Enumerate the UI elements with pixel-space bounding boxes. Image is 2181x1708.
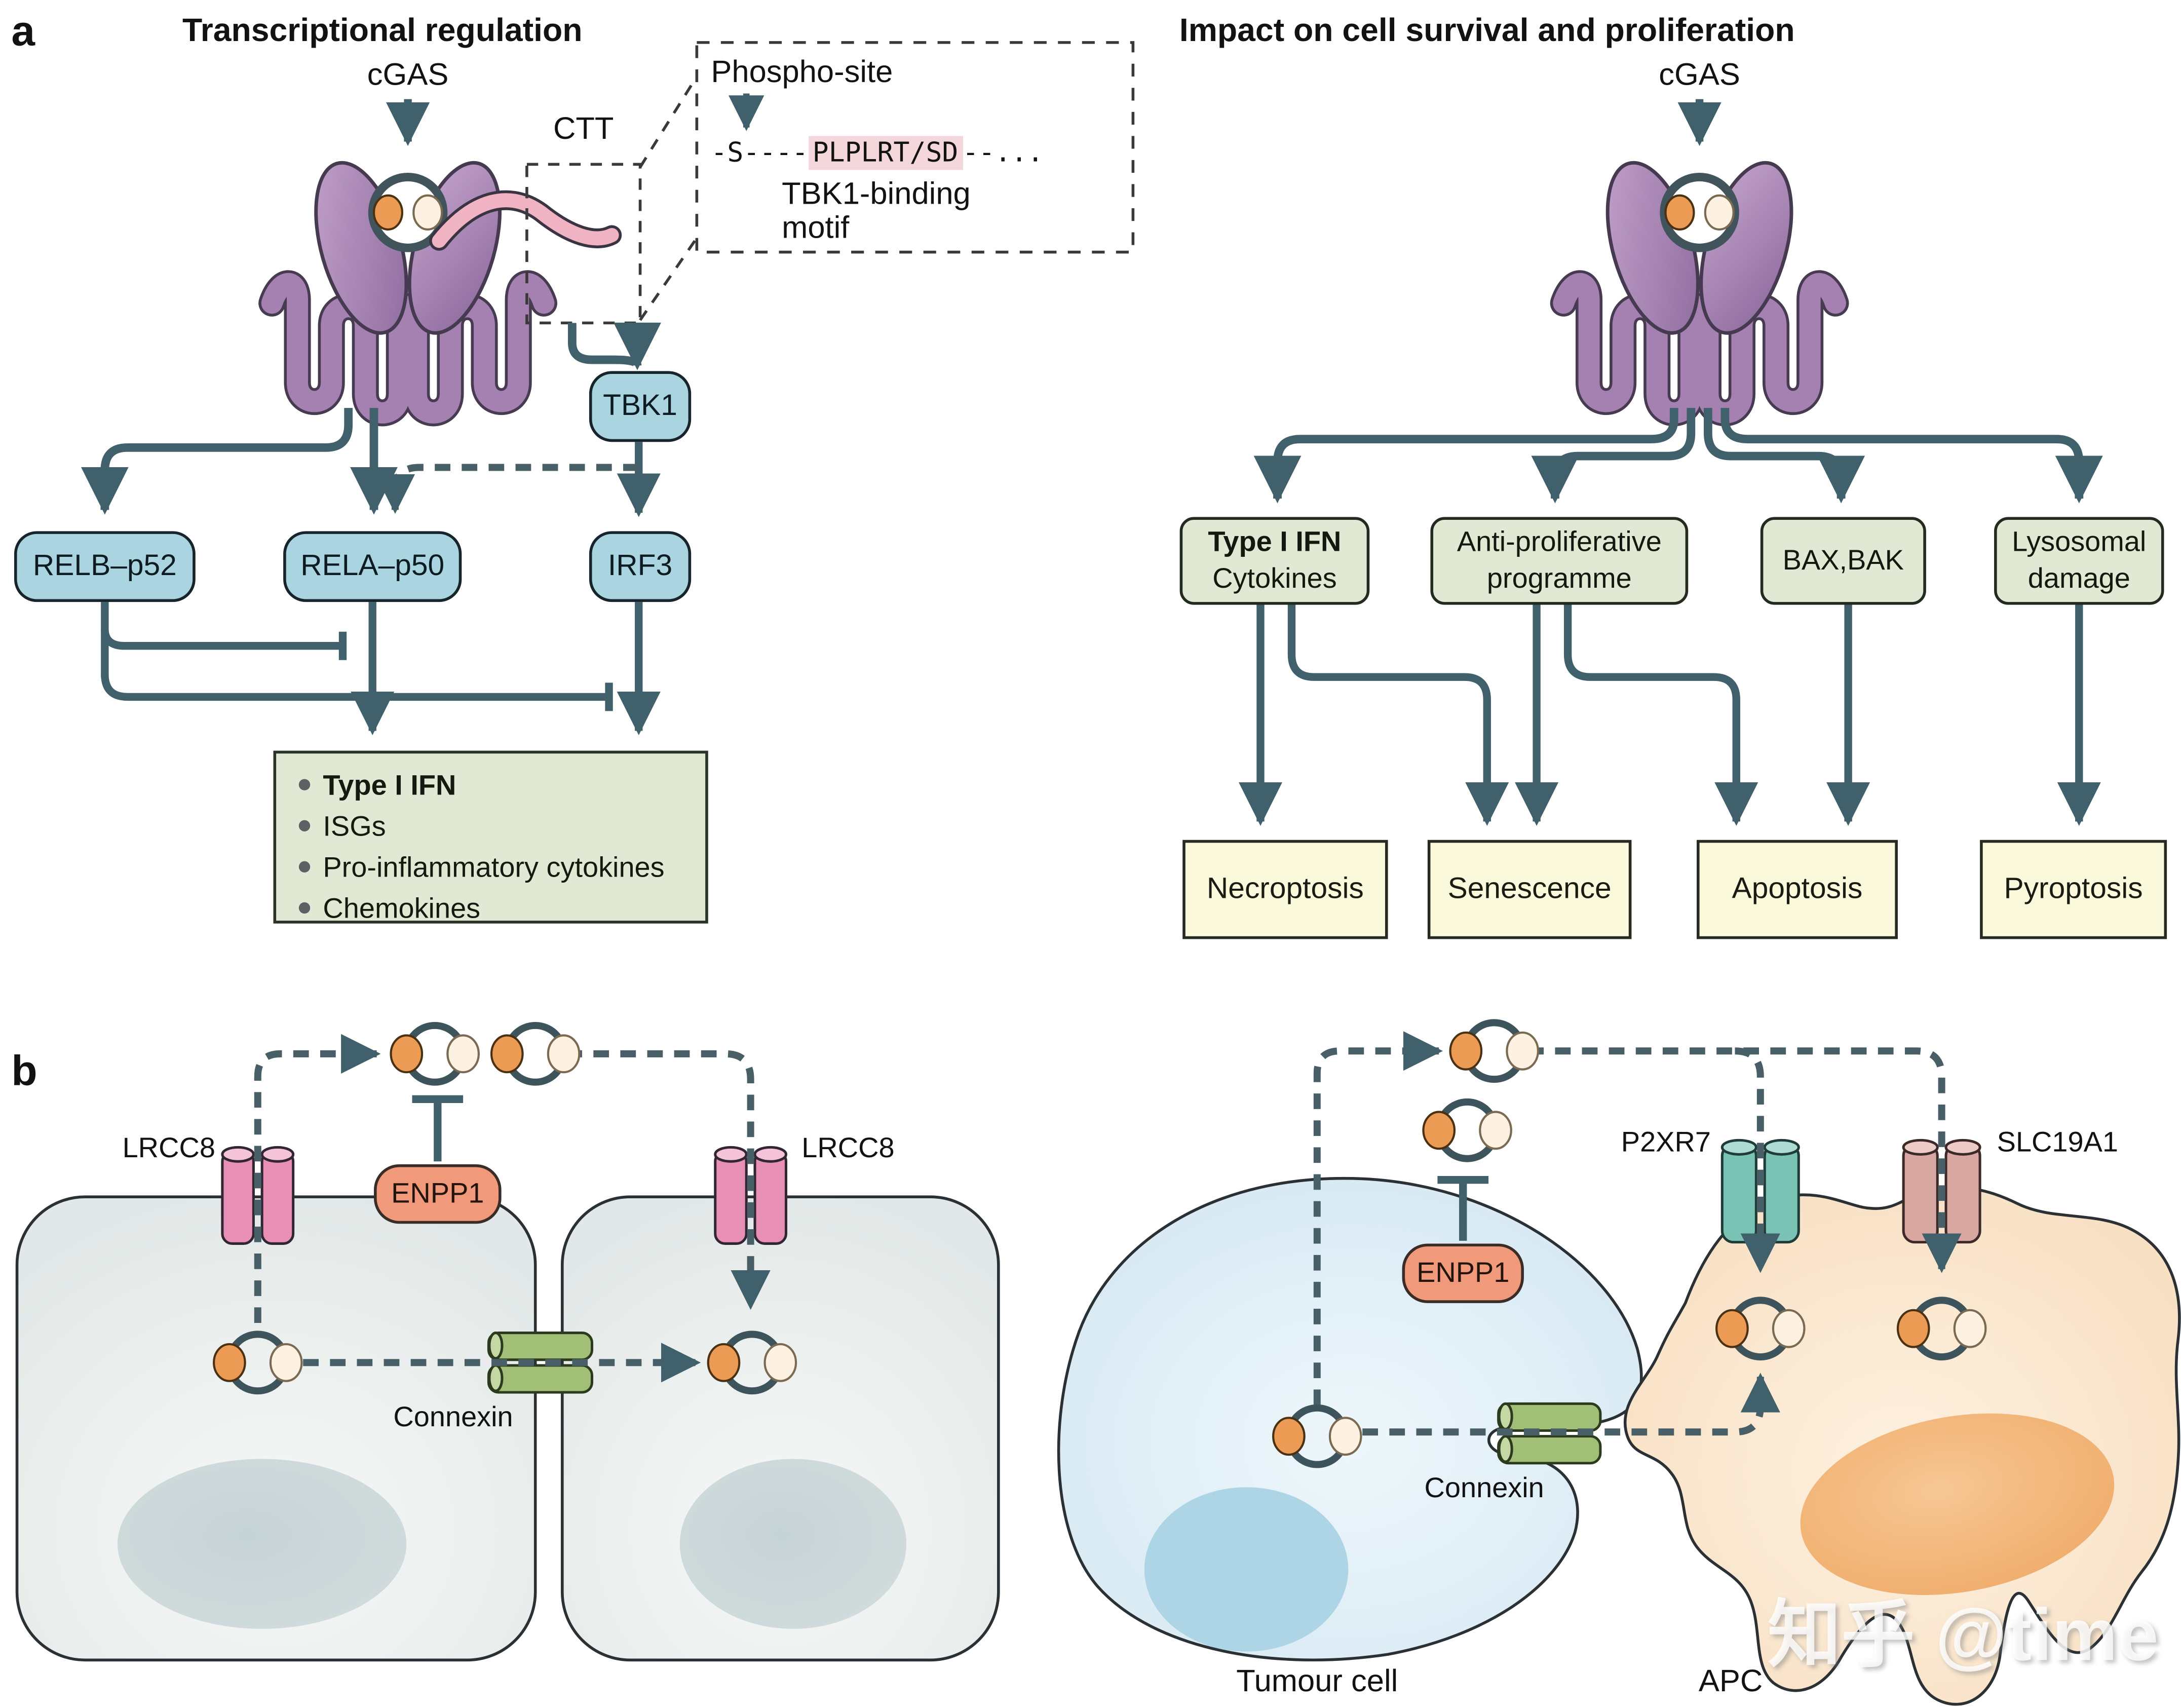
tbk1-node: TBK1 bbox=[589, 371, 692, 442]
relb-inhibition-lines bbox=[101, 602, 613, 711]
list-item: Type I IFN bbox=[298, 770, 705, 803]
lrcc8-label-left: LRCC8 bbox=[122, 1133, 215, 1164]
panel-b-label: b bbox=[11, 1048, 37, 1095]
effector-line: Lysosomal bbox=[2012, 526, 2147, 558]
bullet-icon bbox=[298, 779, 311, 790]
outcome-senescence-box: Senescence bbox=[1427, 840, 1632, 939]
sting-receptor-icon-right bbox=[1563, 153, 1835, 413]
list-item: ISGs bbox=[298, 811, 705, 844]
cgas-label-left: cGAS bbox=[367, 56, 449, 92]
p2xr7-channel-icon bbox=[1720, 1138, 1800, 1244]
tumour-cell-nucleus bbox=[1144, 1487, 1349, 1652]
cgamp-transport-dashed-right bbox=[1313, 1031, 1962, 1436]
ctt-to-tbk1-arrow bbox=[567, 322, 661, 370]
effector-line: Cytokines bbox=[1212, 563, 1337, 595]
cgamp-icon bbox=[1423, 1102, 1511, 1159]
lrcc8-label-right: LRCC8 bbox=[801, 1133, 895, 1164]
effector-type-i-ifn-box: Type I IFN Cytokines bbox=[1179, 517, 1370, 605]
slc19a1-channel-icon bbox=[1902, 1138, 1981, 1244]
ctt-label: CTT bbox=[553, 110, 614, 146]
tbk1-motif-sequence: -S----PLPLRT/SD--... bbox=[711, 136, 1044, 170]
outcome-label: Apoptosis bbox=[1732, 872, 1863, 905]
slc19a1-label: SLC19A1 bbox=[1997, 1127, 2119, 1159]
enpp1-node-left: ENPP1 bbox=[374, 1164, 502, 1224]
enpp1-inhibition-left bbox=[412, 1095, 464, 1162]
connexin-label-right: Connexin bbox=[1424, 1473, 1544, 1504]
panel-a-left-title: Transcriptional regulation bbox=[182, 11, 583, 49]
outcome-label: Pyroptosis bbox=[2004, 872, 2143, 905]
sting-branch-arrows-right bbox=[1253, 408, 2103, 504]
connexin-channel-icon-left bbox=[487, 1332, 594, 1394]
tbk1-binding-label-line1: TBK1-binding bbox=[782, 175, 971, 211]
tbk1-binding-label-line2: motif bbox=[782, 209, 850, 245]
bullet-icon bbox=[298, 902, 311, 914]
callout-line-top bbox=[639, 75, 698, 168]
effector-lysosomal-box: Lysosomal damage bbox=[1994, 517, 2164, 605]
outcome-pyroptosis-box: Pyroptosis bbox=[1980, 840, 2167, 939]
outcome-apoptosis-box: Apoptosis bbox=[1697, 840, 1898, 939]
rela-p50-node: RELA–p50 bbox=[283, 531, 462, 602]
ctt-tail-icon bbox=[429, 190, 622, 251]
relb-p52-node: RELB–p52 bbox=[14, 531, 196, 602]
output-type-i-ifn: Type I IFN bbox=[323, 770, 456, 802]
effector-bax-bak-box: BAX,BAK bbox=[1760, 517, 1926, 605]
gene-output-box: Type I IFN ISGs Pro-inflammatory cytokin… bbox=[273, 750, 708, 926]
cgamp-icon bbox=[391, 1026, 479, 1082]
outcome-label: Necroptosis bbox=[1206, 872, 1364, 905]
ctt-dashed-box bbox=[525, 163, 642, 325]
tbk1-node-label: TBK1 bbox=[603, 389, 677, 423]
lrcc8-channel-icon-left bbox=[221, 1146, 295, 1245]
cgas-label-right: cGAS bbox=[1659, 56, 1740, 92]
panel-a-right-title: Impact on cell survival and proliferatio… bbox=[1179, 11, 1795, 49]
bullet-icon bbox=[298, 820, 311, 831]
sequence-post: --... bbox=[962, 137, 1044, 169]
output-isgs: ISGs bbox=[323, 811, 386, 843]
enpp1-label: ENPP1 bbox=[1417, 1257, 1510, 1288]
phospho-site-label: Phospho-site bbox=[711, 54, 893, 90]
cell-2-nucleus bbox=[679, 1459, 907, 1629]
tumour-cell-label: Tumour cell bbox=[1236, 1662, 1398, 1698]
sequence-pre: -S---- bbox=[711, 137, 809, 169]
sequence-highlight: PLPLRT/SD bbox=[808, 136, 963, 170]
cgamp-icon bbox=[1450, 1022, 1538, 1079]
effector-line: programme bbox=[1486, 563, 1632, 595]
effector-line: BAX,BAK bbox=[1782, 545, 1904, 577]
cell-1-nucleus bbox=[118, 1459, 407, 1629]
p2xr7-label: P2XR7 bbox=[1621, 1127, 1711, 1159]
outcome-label: Senescence bbox=[1447, 872, 1612, 905]
output-proinflammatory: Pro-inflammatory cytokines bbox=[323, 852, 665, 884]
effector-to-outcome-arrows bbox=[1238, 602, 2101, 826]
callout-line-bottom bbox=[639, 237, 698, 321]
enpp1-inhibition-right bbox=[1437, 1175, 1489, 1241]
tbk1-to-rela-dashed-arrow bbox=[375, 464, 639, 514]
rela-node-label: RELA–p50 bbox=[300, 549, 445, 582]
connexin-label-left: Connexin bbox=[393, 1402, 513, 1434]
panel-a-label: a bbox=[11, 8, 35, 56]
list-item: Pro-inflammatory cytokines bbox=[298, 852, 705, 885]
effector-line: Type I IFN bbox=[1208, 526, 1342, 558]
effector-line: Anti-proliferative bbox=[1457, 526, 1662, 558]
apc-nucleus bbox=[1800, 1413, 2115, 1595]
relb-node-label: RELB–p52 bbox=[32, 549, 177, 582]
apc-label: APC bbox=[1698, 1662, 1763, 1698]
cgamp-transport-dashed-left bbox=[254, 1034, 771, 1383]
cgamp-icon bbox=[491, 1026, 579, 1082]
output-chemokines: Chemokines bbox=[323, 893, 481, 925]
enpp1-node-right: ENPP1 bbox=[1402, 1243, 1524, 1303]
watermark: 知乎 @time bbox=[1767, 1595, 2159, 1677]
list-item: Chemokines bbox=[298, 893, 705, 926]
lrcc8-channel-icon-right bbox=[714, 1146, 788, 1245]
connexin-channel-icon-right bbox=[1497, 1402, 1602, 1465]
outcome-necroptosis-box: Necroptosis bbox=[1182, 840, 1388, 939]
effector-line: damage bbox=[2027, 563, 2130, 595]
irf3-node-label: IRF3 bbox=[607, 549, 673, 582]
irf3-node: IRF3 bbox=[589, 531, 692, 602]
sting-to-relb-arrow bbox=[81, 408, 353, 515]
bullet-icon bbox=[298, 861, 311, 873]
enpp1-label: ENPP1 bbox=[391, 1178, 484, 1209]
effector-antiproliferative-box: Anti-proliferative programme bbox=[1430, 517, 1689, 605]
